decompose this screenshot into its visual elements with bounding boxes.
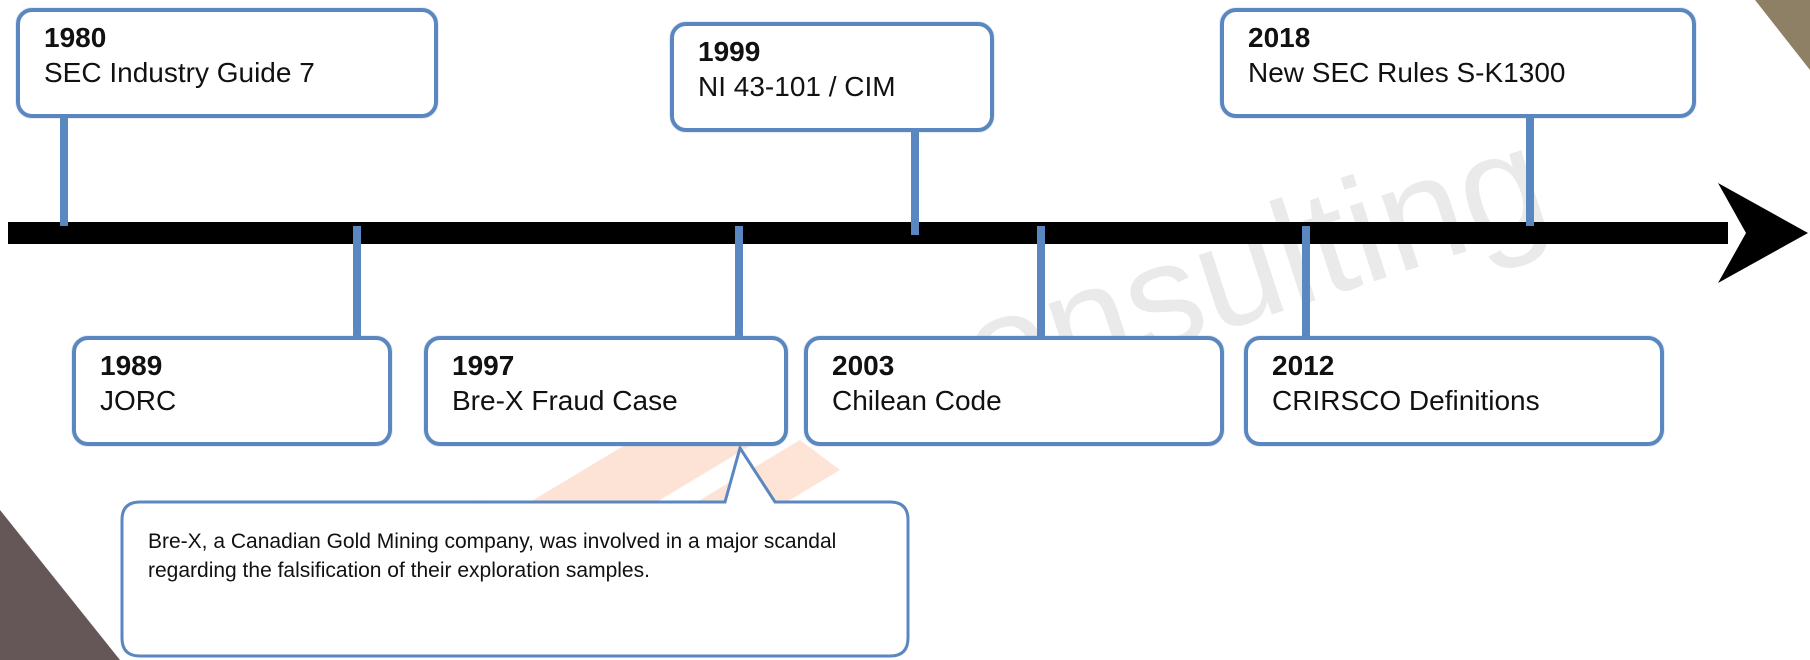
event-label: CRIRSCO Definitions — [1272, 385, 1540, 416]
event-year: 2018 — [1248, 22, 1311, 53]
event-box-1999: 1999 NI 43-101 / CIM — [670, 22, 994, 132]
event-label: Bre-X Fraud Case — [452, 385, 678, 416]
connector-1980 — [60, 118, 68, 226]
event-box-2003: 2003 Chilean Code — [804, 336, 1224, 446]
event-box-2018: 2018 New SEC Rules S-K1300 — [1220, 8, 1696, 118]
event-year: 1980 — [44, 22, 107, 53]
connector-1999 — [911, 130, 919, 235]
timeline-axis — [8, 222, 1728, 244]
event-year: 1989 — [100, 350, 163, 381]
event-label: NI 43-101 / CIM — [698, 71, 896, 102]
timeline-arrowhead-icon — [1718, 183, 1808, 283]
event-label: New SEC Rules S-K1300 — [1248, 57, 1566, 88]
event-year: 1997 — [452, 350, 515, 381]
event-year: 1999 — [698, 36, 761, 67]
event-label: JORC — [100, 385, 177, 416]
corner-decoration-right — [1755, 0, 1810, 70]
connector-2003 — [1037, 226, 1045, 336]
event-label: SEC Industry Guide 7 — [44, 57, 315, 88]
event-box-2012: 2012 CRIRSCO Definitions — [1244, 336, 1664, 446]
corner-decoration-left — [0, 510, 120, 660]
event-box-1997: 1997 Bre-X Fraud Case — [424, 336, 788, 446]
connector-2018 — [1526, 118, 1534, 226]
connector-1989 — [353, 226, 361, 336]
connector-1997 — [735, 226, 743, 336]
event-box-1989: 1989 JORC — [72, 336, 392, 446]
event-year: 2003 — [832, 350, 895, 381]
connector-2012 — [1302, 226, 1310, 336]
event-label: Chilean Code — [832, 385, 1002, 416]
event-box-1980: 1980 SEC Industry Guide 7 — [16, 8, 438, 118]
callout-text: Bre-X, a Canadian Gold Mining company, w… — [148, 530, 837, 582]
event-year: 2012 — [1272, 350, 1335, 381]
